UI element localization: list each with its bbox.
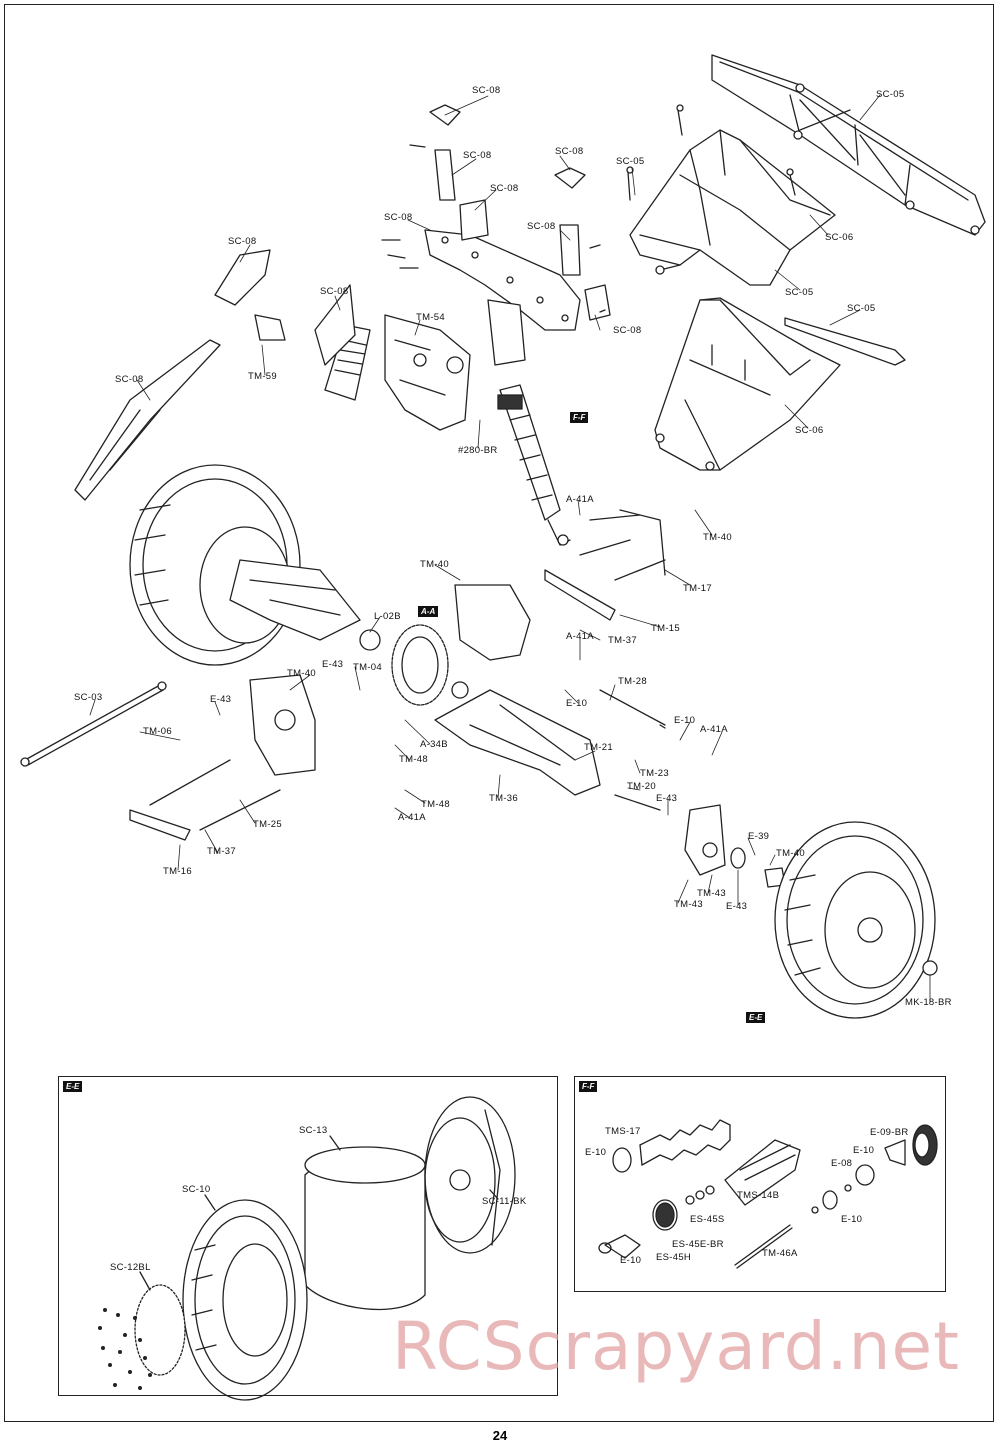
right-wheel-assembly	[684, 804, 938, 1019]
part-label: #280-BR	[458, 445, 498, 456]
part-label: SC-08	[555, 146, 584, 157]
part-label: TM-59	[248, 371, 277, 382]
part-label: TM-16	[163, 866, 192, 877]
page-frame	[4, 4, 994, 1422]
part-label: E-10	[674, 715, 696, 726]
part-label: A-34B	[420, 739, 448, 750]
left-wheel-assembly	[129, 464, 361, 666]
part-label: A-41A	[566, 494, 594, 505]
part-label: SC-08	[472, 85, 501, 96]
callout-a-a: A-A	[418, 606, 439, 617]
rear-links	[74, 249, 271, 501]
page-number: 24	[492, 1428, 508, 1443]
part-label: ES-45S	[690, 1214, 725, 1225]
part-label: E-10	[620, 1255, 642, 1266]
part-label: ES-45H	[656, 1252, 692, 1263]
part-label: E-43	[726, 901, 748, 912]
part-label: A-41A	[566, 631, 594, 642]
part-label: SC-05	[785, 287, 814, 298]
part-label: TMS-17	[605, 1126, 641, 1137]
inset-f-f-tag: F-F	[579, 1081, 598, 1092]
part-label: E-43	[210, 694, 232, 705]
part-label: TM-54	[416, 312, 445, 323]
shock-tower	[381, 104, 611, 331]
part-label: E-10	[853, 1145, 875, 1156]
part-label: SC-05	[876, 89, 905, 100]
part-label: SC-13	[299, 1125, 328, 1136]
part-label: TM-40	[776, 848, 805, 859]
part-label: SC-06	[825, 232, 854, 243]
part-label: TM-20	[627, 781, 656, 792]
part-label: TM-43	[674, 899, 703, 910]
part-label: SC-08	[384, 212, 413, 223]
part-label: TM-21	[584, 742, 613, 753]
watermark: RCScrapyard.net	[392, 1308, 960, 1385]
part-label: SC-08	[320, 286, 349, 297]
lower-arm	[434, 689, 666, 811]
part-label: TM-48	[421, 799, 450, 810]
part-label: TM-43	[697, 888, 726, 899]
part-label: A-41A	[398, 812, 426, 823]
part-label: TM-25	[253, 819, 282, 830]
part-label: TM-48	[399, 754, 428, 765]
part-label: SC-08	[115, 374, 144, 385]
part-label: TM-17	[683, 583, 712, 594]
inset-f-f-drawing	[598, 1119, 938, 1269]
part-label: E-08	[831, 1158, 853, 1169]
part-label: TM-37	[207, 846, 236, 857]
part-label: E-43	[322, 659, 344, 670]
inset-e-e-drawing	[134, 1096, 516, 1401]
inset-e-e-tag: E-E	[63, 1081, 83, 1092]
part-label: E-10	[841, 1214, 863, 1225]
inset-f-f: F-F	[574, 1076, 946, 1292]
part-label: E-43	[656, 793, 678, 804]
rear-bumper-cage	[676, 54, 986, 236]
part-label: A-41A	[700, 724, 728, 735]
part-label: E-10	[566, 698, 588, 709]
part-label: SC-10	[182, 1184, 211, 1195]
lower-skid	[654, 297, 906, 471]
part-label: ES-45E-BR	[672, 1239, 724, 1250]
part-label: TM-23	[640, 768, 669, 779]
part-label: SC-12BL	[110, 1262, 151, 1273]
leader-lines	[89, 94, 931, 1003]
part-label: TM-06	[143, 726, 172, 737]
part-label: TM-40	[420, 559, 449, 570]
callout-f-f: F-F	[570, 412, 589, 423]
part-label: TM-04	[353, 662, 382, 673]
part-label: TMS-14B	[737, 1190, 780, 1201]
part-label: SC-03	[74, 692, 103, 703]
part-label: SC-11-BK	[482, 1196, 527, 1207]
part-label: E-10	[585, 1147, 607, 1158]
part-label: SC-08	[527, 221, 556, 232]
part-label: TM-15	[651, 623, 680, 634]
part-label: E-09-BR	[870, 1127, 909, 1138]
part-label: SC-08	[463, 150, 492, 161]
part-label: TM-36	[489, 793, 518, 804]
shafts	[20, 509, 666, 841]
differential	[249, 584, 531, 776]
part-label: E-39	[748, 831, 770, 842]
part-label: SC-08	[228, 236, 257, 247]
part-label: SC-08	[490, 183, 519, 194]
rear-shock	[254, 284, 571, 546]
part-label: TM-37	[608, 635, 637, 646]
callout-e-e: E-E	[746, 1012, 766, 1023]
part-label: SC-08	[613, 325, 642, 336]
part-label: TM-28	[618, 676, 647, 687]
part-label: MK-18-BR	[905, 997, 952, 1008]
part-label: TM-40	[703, 532, 732, 543]
inset-e-e: E-E	[58, 1076, 558, 1396]
part-label: L-02B	[374, 611, 401, 622]
inset-e-e-screws	[98, 1308, 152, 1390]
gearbox-bulkhead	[384, 299, 526, 431]
upper-frame	[626, 129, 836, 286]
part-label: SC-05	[616, 156, 645, 167]
part-label: SC-05	[847, 303, 876, 314]
part-label: SC-06	[795, 425, 824, 436]
part-label: TM-46A	[762, 1248, 798, 1259]
part-label: TM-40	[287, 668, 316, 679]
